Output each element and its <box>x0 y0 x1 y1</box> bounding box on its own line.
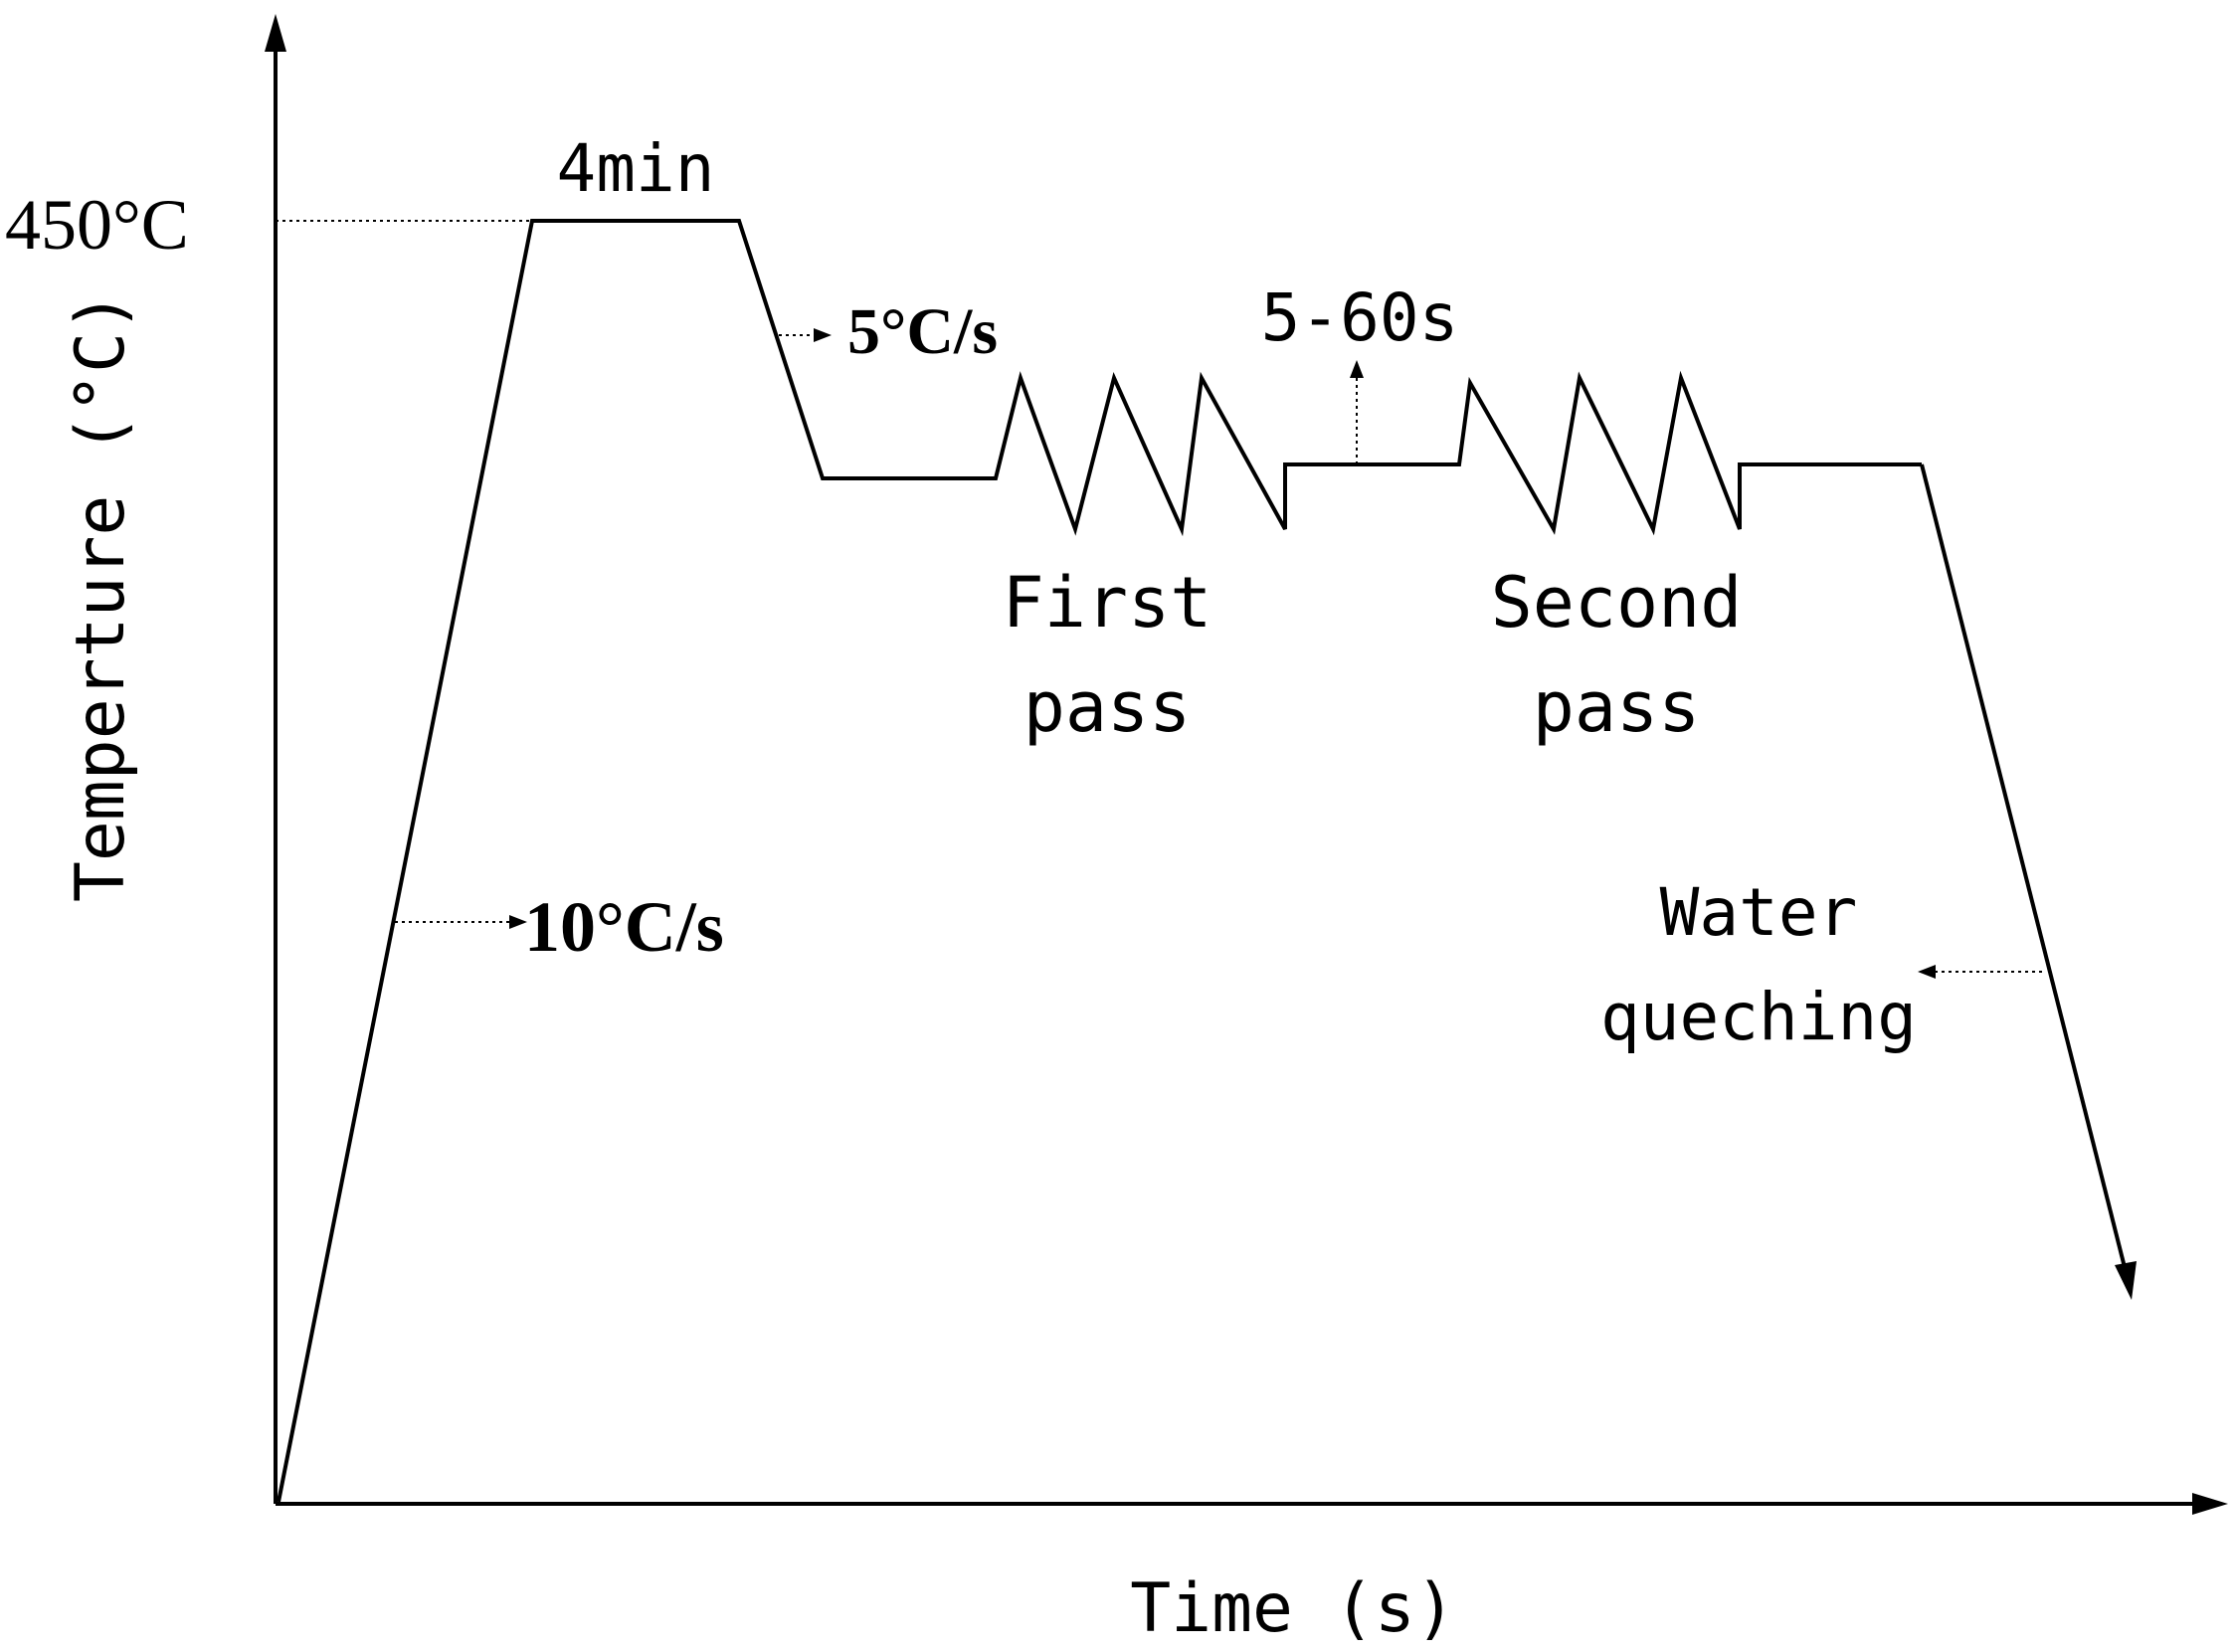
y-axis-label: Temperture (°C) <box>62 291 140 902</box>
quench-label-line1: Water <box>1660 874 1858 951</box>
quench-line <box>1920 463 2131 1284</box>
interpass-time-label: 5-60s <box>1261 279 1459 356</box>
peak-temperature-label: 450°C <box>5 185 189 265</box>
quench-label-line2: queching <box>1600 979 1917 1055</box>
cooling-rate-pointer-arrowhead <box>814 328 832 342</box>
temperature-profile-line <box>277 219 1922 1503</box>
first-pass-label-line2: pass <box>1024 666 1192 748</box>
second-pass-label-line2: pass <box>1533 666 1701 748</box>
heating-rate-label: 10°C/s <box>524 887 724 967</box>
y-axis-arrowhead <box>265 14 286 52</box>
x-axis-label: Time (s) <box>1130 1569 1456 1648</box>
quench-arrowhead <box>2115 1261 2137 1300</box>
first-pass-label-line1: First <box>1003 562 1212 643</box>
cooling-rate-label: 5°C/s <box>847 295 998 368</box>
quench-pointer-arrowhead <box>1918 965 1936 979</box>
heating-rate-pointer-arrowhead <box>509 915 527 929</box>
x-axis-arrowhead <box>2192 1493 2228 1515</box>
interpass-pointer-arrowhead <box>1350 360 1364 378</box>
hold-time-label: 4min <box>557 130 715 207</box>
second-pass-label-line1: Second <box>1491 562 1743 643</box>
